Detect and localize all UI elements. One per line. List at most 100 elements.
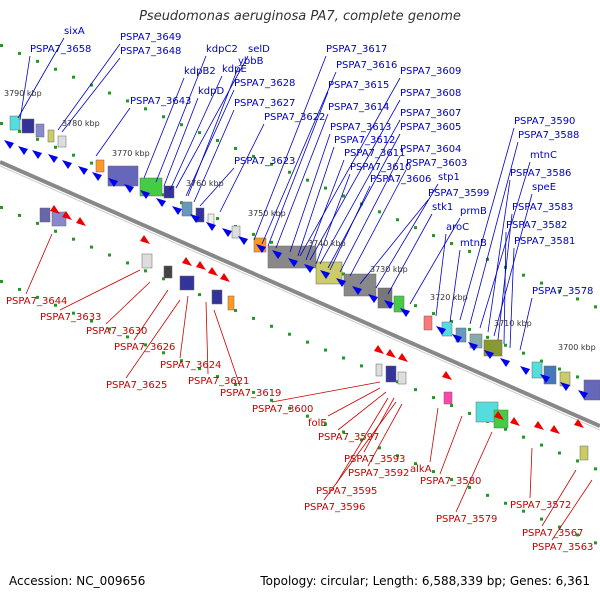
feature-box — [385, 365, 397, 383]
ruler-dots-inner-reverse — [324, 348, 327, 352]
ruler-dots-outer-forward — [306, 178, 309, 182]
reverse-label-leader — [541, 469, 577, 527]
forward-label-leader — [329, 185, 371, 271]
reverse-label-leader — [327, 387, 381, 417]
forward-label-leader — [469, 141, 519, 325]
feature-box — [397, 371, 407, 385]
forward-strand-arrow — [520, 366, 530, 375]
forward-strand-arrow — [484, 350, 494, 359]
ruler-dots-inner-reverse — [72, 237, 75, 241]
feature-box — [95, 159, 105, 173]
forward-gene-label: ybbB — [238, 56, 264, 67]
forward-label-leader — [187, 67, 239, 197]
ruler-dots-outer-forward — [36, 59, 39, 63]
ruler-dots-outer-forward — [576, 297, 579, 301]
ruler-dots-outer-reverse — [414, 462, 417, 466]
forward-label-leader — [319, 119, 401, 265]
reverse-label-leader — [529, 447, 533, 499]
kbp-tick-label: 3720 kbp — [430, 293, 468, 302]
ruler-dots-inner-reverse — [162, 277, 165, 281]
forward-gene-label: PSPA7_3590 — [514, 116, 575, 127]
forward-gene-label: selD — [248, 44, 270, 55]
ruler-dots-outer-forward — [216, 139, 219, 143]
forward-strand-arrow — [560, 382, 570, 391]
ruler-dots-outer-reverse — [252, 390, 255, 394]
ruler-dots-outer-reverse — [342, 430, 345, 434]
feature-box — [583, 379, 600, 401]
feature-box — [207, 213, 215, 225]
feature-box — [211, 289, 223, 305]
ruler-dots-inner-reverse — [558, 451, 561, 455]
ruler-dots-outer-reverse — [198, 367, 201, 371]
forward-label-leader — [479, 161, 531, 329]
forward-label-leader — [275, 113, 329, 249]
ruler-dots-outer-forward — [324, 186, 327, 190]
ruler-dots-inner-forward — [540, 359, 543, 363]
ruler-dots-outer-reverse — [216, 375, 219, 379]
feature-box — [139, 177, 163, 197]
forward-label-leader — [435, 233, 447, 317]
ruler-dots-outer-reverse — [522, 509, 525, 513]
ruler-dots-inner-reverse — [252, 316, 255, 320]
forward-gene-label: kdpD — [198, 86, 224, 97]
ruler-dots-inner-reverse — [108, 253, 111, 257]
forward-label-leader — [199, 167, 235, 207]
reverse-gene-label: PSPA7_3572 — [510, 500, 571, 511]
ruler-dots-inner-reverse — [504, 427, 507, 431]
reverse-strand-arrow — [574, 419, 584, 428]
ruler-dots-outer-reverse — [432, 470, 435, 474]
forward-strand-arrow — [172, 206, 182, 215]
ruler-dots-outer-forward — [288, 170, 291, 174]
forward-gene-label: PSPA7_3607 — [400, 108, 461, 119]
ruler-dots-outer-forward — [90, 83, 93, 87]
ruler-dots-outer-reverse — [126, 335, 129, 339]
reverse-label-leader — [367, 403, 403, 467]
forward-label-leader — [261, 71, 337, 245]
feature-box — [531, 361, 543, 379]
reverse-strand-arrow — [220, 273, 230, 282]
reverse-gene-label: PSPA7_3567 — [522, 528, 583, 539]
ruler-dots-inner-forward — [558, 367, 561, 371]
feature-box — [343, 273, 377, 297]
ruler-dots-inner-reverse — [90, 245, 93, 249]
forward-label-leader — [509, 247, 515, 349]
forward-gene-label: PSPA7_3622 — [264, 112, 325, 123]
forward-gene-label: prmB — [460, 206, 487, 217]
forward-strand-arrow — [124, 184, 134, 193]
feature-box — [163, 265, 173, 279]
forward-gene-label: kdpE — [222, 64, 247, 75]
genome-summary-text: Topology: circular; Length: 6,588,339 bp… — [260, 574, 590, 588]
feature-box — [267, 245, 317, 269]
ruler-dots-outer-forward — [414, 226, 417, 230]
reverse-gene-label: PSPA7_3600 — [252, 404, 313, 415]
forward-label-leader — [169, 75, 223, 191]
forward-gene-label: stp1 — [438, 172, 460, 183]
ruler-dots-outer-reverse — [180, 359, 183, 363]
reverse-strand-arrow — [62, 211, 72, 220]
ruler-dots-outer-reverse — [450, 478, 453, 481]
ruler-dots-inner-forward — [450, 320, 453, 323]
ruler-dots-outer-reverse — [36, 295, 39, 299]
forward-strand-arrow — [256, 244, 266, 253]
forward-strand-arrow — [272, 250, 282, 259]
forward-strand-arrow — [336, 278, 346, 287]
forward-strand-arrow — [288, 258, 298, 267]
ruler-dots-inner-forward — [180, 201, 183, 205]
ruler-dots-outer-forward — [126, 99, 129, 103]
ruler-dots-inner-forward — [576, 375, 579, 379]
forward-gene-label: PSPA7_3608 — [400, 88, 461, 99]
reverse-gene-label: PSPA7_3593 — [344, 454, 405, 465]
forward-label-leader — [253, 55, 327, 241]
reverse-strand-arrow — [196, 261, 206, 270]
ruler-dots-inner-reverse — [396, 380, 399, 384]
forward-gene-label: kdpB2 — [184, 66, 216, 77]
ruler-dots-outer-reverse — [270, 398, 273, 402]
forward-strand-arrow — [222, 228, 232, 237]
forward-label-leader — [143, 77, 185, 179]
reverse-strand-arrow — [534, 421, 544, 430]
ruler-dots-outer-forward — [252, 154, 255, 158]
kbp-tick-label: 3740 kbp — [308, 239, 346, 248]
kbp-tick-label: 3790 kbp — [4, 89, 42, 98]
ruler-dots-outer-forward — [144, 107, 147, 111]
